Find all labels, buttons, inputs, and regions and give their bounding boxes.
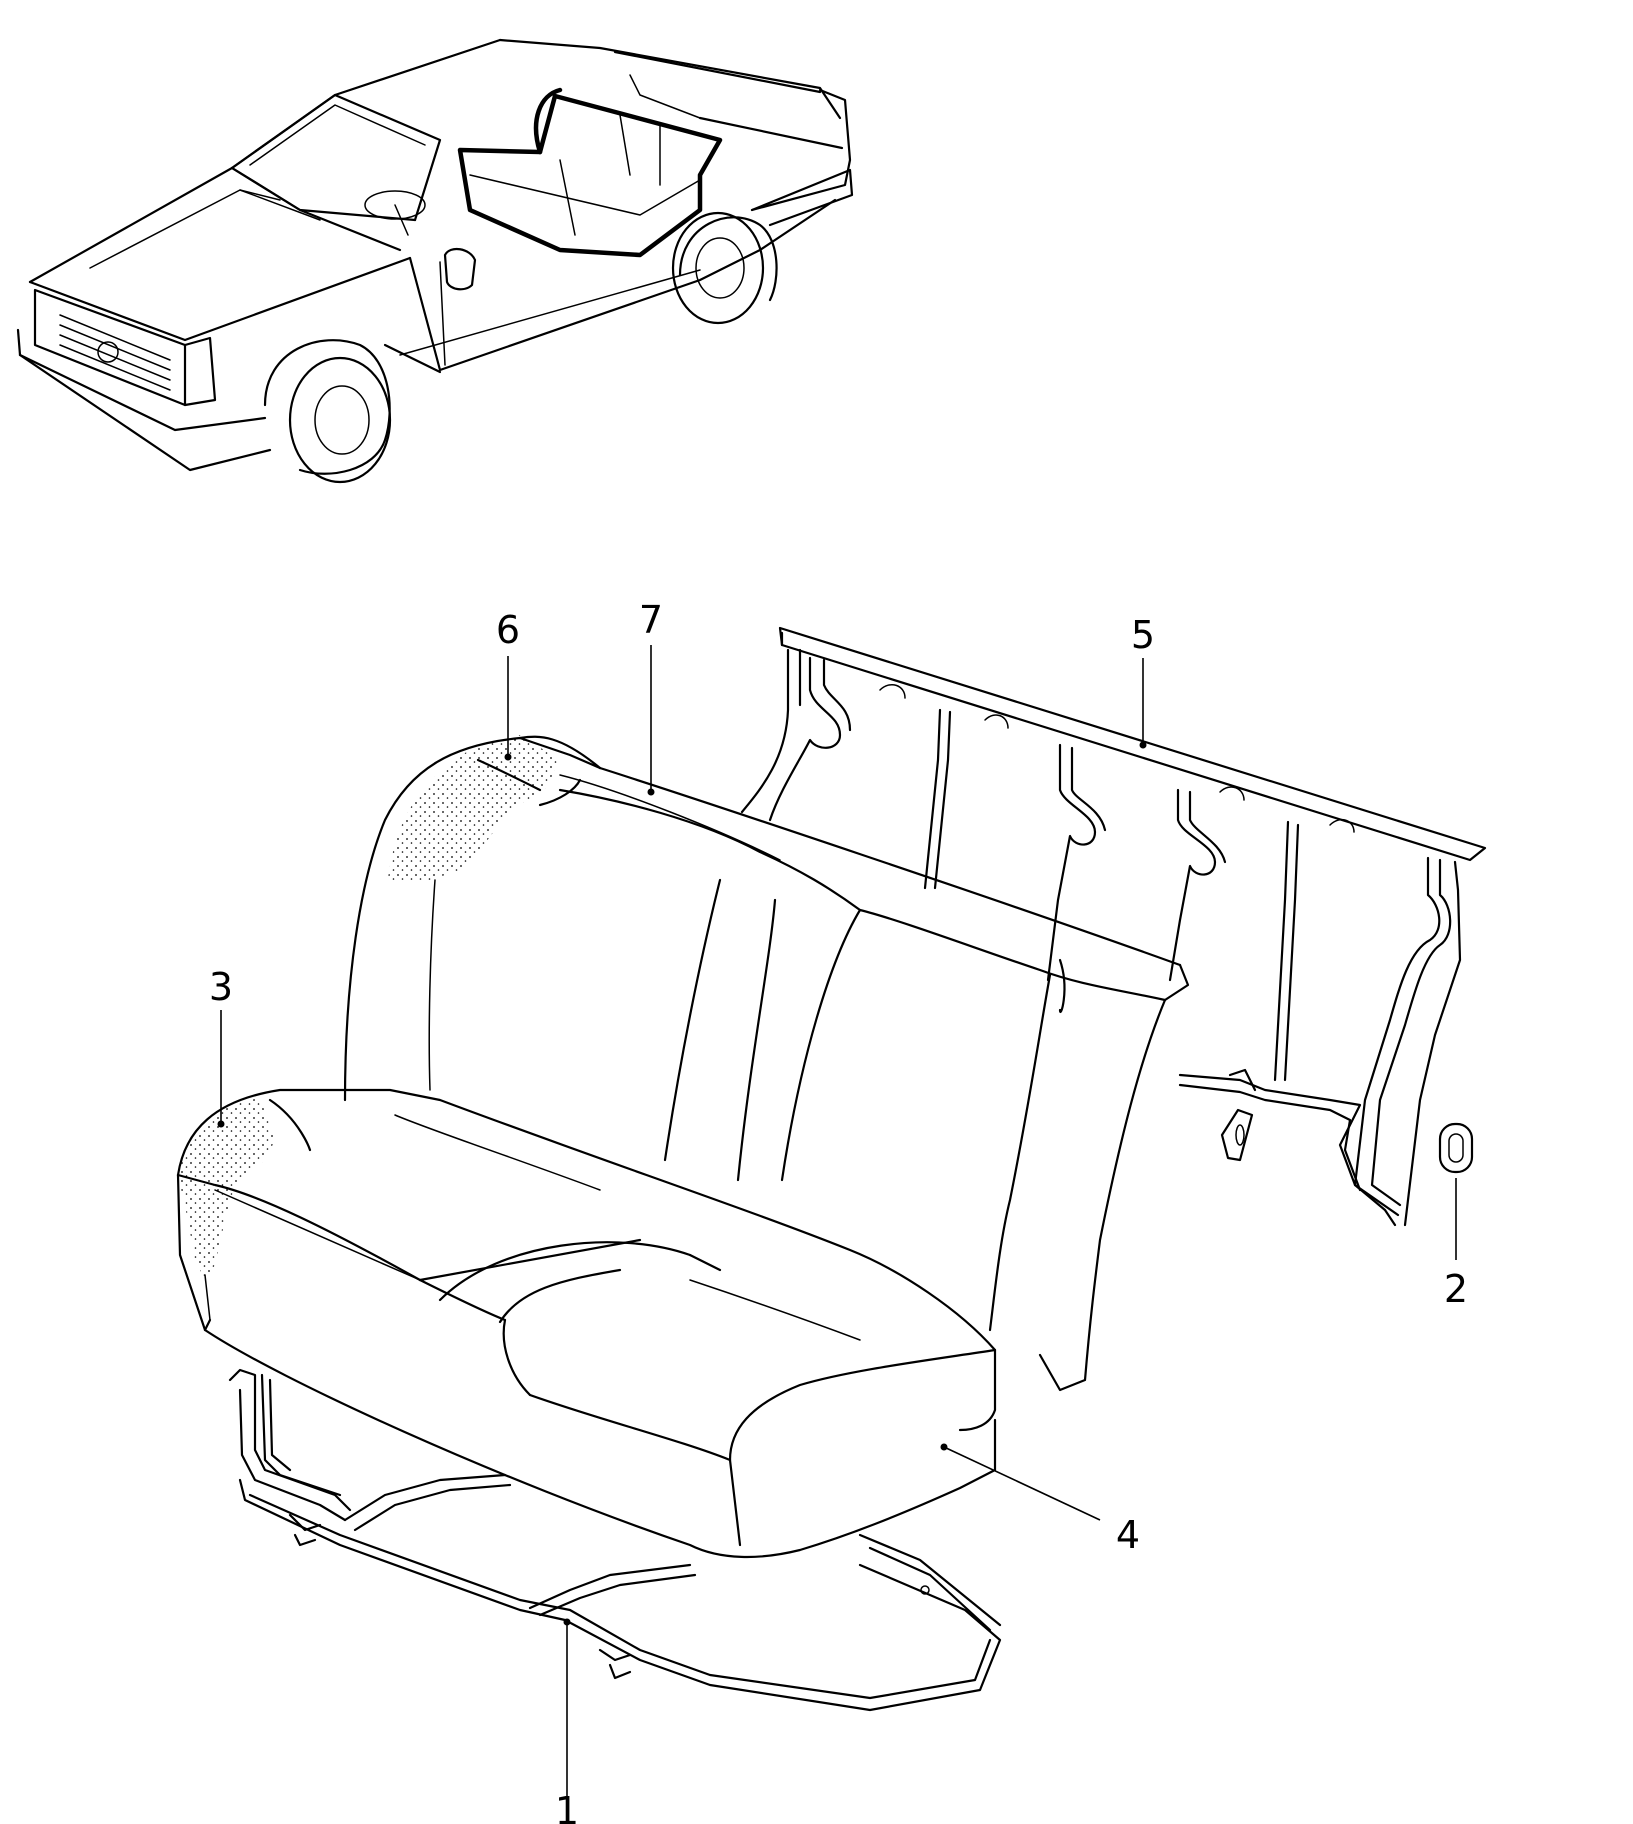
padding-part-6 [388,735,560,880]
backrest-frame-part-5 [740,626,1487,1227]
callout-label-1: 1 [555,1789,579,1824]
backrest-part-7 [343,735,1190,1392]
grommet-part-2 [1438,1122,1474,1174]
hook-wire [1353,856,1462,1227]
hook-wire [923,708,952,890]
callout-7: 7 [639,598,663,796]
hook-wire [1168,788,1227,982]
callouts: 1 2 3 4 5 6 [209,598,1468,1824]
callout-label-5: 5 [1131,613,1155,657]
callout-5: 5 [1131,613,1155,749]
callout-2: 2 [1444,1178,1468,1311]
hook-wire [740,648,852,822]
callout-6: 6 [496,608,520,761]
callout-1: 1 [555,1618,579,1824]
callout-label-4: 4 [1116,1513,1140,1557]
car-overview-illustration [16,38,854,484]
callout-4: 4 [940,1443,1140,1557]
hook-wire [1046,743,1107,982]
hook-wire [1273,820,1300,1082]
seat-frame-part-1 [228,1368,1002,1712]
callout-label-6: 6 [496,608,520,652]
callout-label-3: 3 [209,965,233,1009]
callout-label-2: 2 [1444,1267,1468,1311]
callout-label-7: 7 [639,598,663,642]
seat-cushion-part-4 [176,1088,997,1559]
callout-3: 3 [209,965,233,1128]
